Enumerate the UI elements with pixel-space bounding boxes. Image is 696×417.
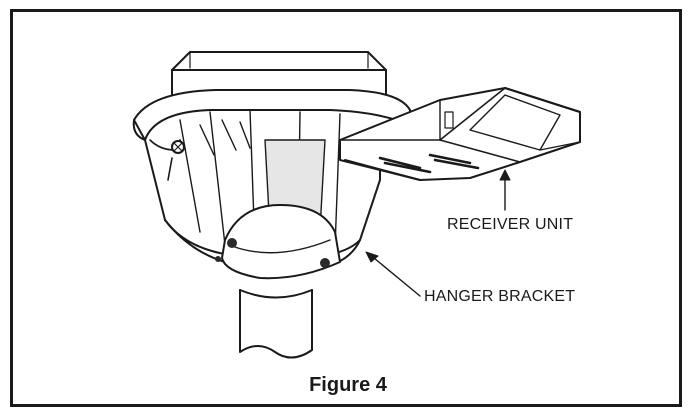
receiver-leader-line (499, 169, 511, 211)
hanger-bracket-label: HANGER BRACKET (424, 288, 576, 305)
figure-caption: Figure 4 (309, 374, 387, 396)
receiver-unit (339, 87, 581, 181)
hanger-leader-line (365, 251, 421, 297)
downrod-pipe (239, 289, 313, 359)
receiver-unit-label: RECEIVER UNIT (447, 216, 574, 233)
